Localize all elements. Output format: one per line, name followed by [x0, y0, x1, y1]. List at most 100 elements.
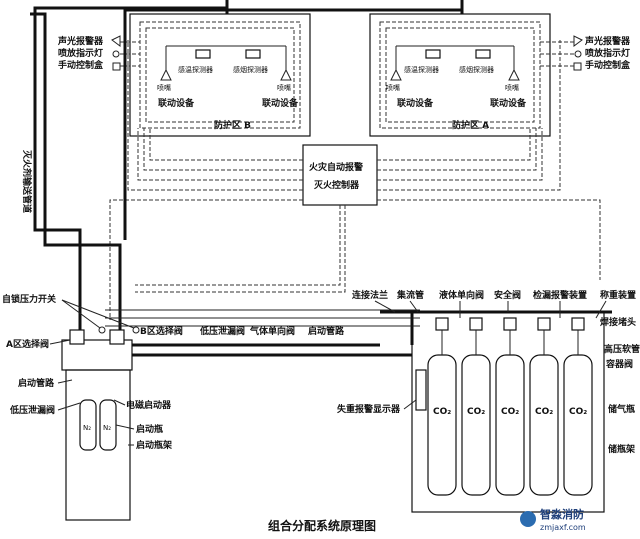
zone-a-smoke-label: 感烟探测器: [459, 65, 494, 74]
liquid-check-label: 液体单向阀: [439, 289, 484, 301]
zone-b-box: [129, 13, 311, 137]
gas-check-valve-label: 气体单向阀: [249, 325, 295, 337]
manifold-label: 集流管: [396, 289, 424, 301]
zone-a-name: 防护区 A: [452, 119, 489, 131]
safety-valve-label: 安全阀: [494, 289, 521, 301]
zone-a-wiring-inner: [385, 27, 535, 123]
n2-a-label: N₂: [83, 424, 91, 432]
a-select-valve-icon: [69, 329, 85, 345]
b-select-valve-label: B区选择阀: [140, 325, 183, 337]
zone-a-box: [369, 13, 551, 137]
co2-bottle-2: [461, 354, 491, 496]
right-lamp-icon: [574, 50, 582, 58]
leak-alarm-label: 检漏报警装置: [533, 289, 587, 301]
co2-bottle-3: [495, 354, 525, 496]
zone-b-temp-detector-icon: [195, 49, 211, 59]
start-bottle-label: 启动瓶: [136, 423, 163, 435]
loss-alarm-label: 失重报警显示器: [337, 403, 401, 415]
zone-a-linkage-left: 联动设备: [397, 97, 434, 109]
zone-b-nozzle-left-icon: [160, 68, 172, 81]
zone-b-nozzle-right-icon: [280, 68, 292, 81]
zone-b-linkage-left: 联动设备: [158, 97, 195, 109]
zone-b-nozzle-left-label: 喷嘴: [157, 83, 171, 92]
co2-label-3: CO₂: [501, 407, 519, 417]
zone-a-nozzle-right-label: 喷嘴: [505, 83, 519, 92]
left-lamp-icon: [112, 50, 120, 58]
start-rack-label: 启动瓶架: [136, 439, 172, 451]
left-alarm-icon: [111, 35, 121, 47]
diagram-title: 组合分配系统原理图: [268, 518, 376, 533]
container-valve-5: [571, 317, 585, 331]
zone-a-temp-label: 感温探测器: [404, 65, 439, 74]
pressure-switch-icon: [98, 326, 106, 334]
zone-a-main-pipe: [123, 0, 464, 240]
left-device-2: 手动控制盒: [58, 59, 104, 71]
right-device-0: 声光报警器: [584, 35, 631, 47]
start-pipe-left-label: 启动管路: [18, 377, 55, 389]
co2-bottle-5: [563, 354, 593, 496]
controller-line-2: 灭火控制器: [313, 179, 360, 191]
left-manual-box-icon: [112, 62, 121, 71]
container-valve-1: [435, 317, 449, 331]
low-pressure-vent-label: 低压泄漏阀: [199, 325, 245, 337]
container-valve-label: 容器阀: [605, 358, 633, 370]
start-pipe-label: 启动管路: [308, 325, 345, 337]
co2-label-2: CO₂: [467, 407, 485, 417]
co2-bottle-4: [529, 354, 559, 496]
controller-line-1: 火灾自动报警: [309, 161, 363, 173]
co2-bottles: [427, 354, 593, 496]
zone-b-name: 防护区 B: [214, 119, 251, 131]
fire-controller-box: [302, 144, 378, 206]
watermark-cn: 智淼消防: [540, 507, 584, 521]
conn-flange-label: 连接法兰: [352, 289, 388, 301]
agent-pipe-label: 灭火剂输送管道: [21, 149, 33, 213]
zone-b-wiring: [139, 21, 301, 129]
hose-head-label: 焊接堵头: [600, 316, 636, 328]
zone-a-temp-detector-icon: [425, 49, 441, 59]
left-device-0: 声光报警器: [57, 35, 104, 47]
co2-bottle-1: [427, 354, 457, 496]
loss-alarm-display: [415, 369, 427, 411]
zone-b-wiring-inner: [145, 27, 295, 123]
storage-bottle-label: 储气瓶: [608, 403, 635, 415]
container-valve-3: [503, 317, 517, 331]
n2-bottle-a: [79, 399, 97, 451]
co2-label-4: CO₂: [535, 407, 553, 417]
zone-b-nozzle-right-label: 喷嘴: [277, 83, 291, 92]
right-alarm-icon: [573, 35, 583, 47]
b-select-valve-icon: [109, 329, 125, 345]
zone-a-linkage-right: 联动设备: [490, 97, 527, 109]
co2-label-5: CO₂: [569, 407, 587, 417]
right-device-2: 手动控制盒: [585, 59, 631, 71]
n2-b-label: N₂: [103, 424, 111, 432]
start-bottle-rack: [65, 369, 131, 521]
zone-a-nozzle-left-label: 喷嘴: [386, 83, 400, 92]
zone-b-smoke-label: 感烟探测器: [233, 65, 268, 74]
zone-a-wiring: [379, 21, 541, 129]
co2-label-1: CO₂: [433, 407, 451, 417]
container-valve-2: [469, 317, 483, 331]
container-valve-4: [537, 317, 551, 331]
zone-a-main-pipe-left: [30, 12, 122, 335]
watermark-url: zmjaxf.com: [540, 523, 586, 532]
zone-a-nozzle-right-icon: [508, 68, 520, 81]
zone-b-temp-label: 感温探测器: [178, 65, 213, 74]
solenoid-label: 电磁启动器: [126, 399, 172, 411]
right-device-1: 喷放指示灯: [585, 47, 630, 59]
self-lock-switch-label: 自锁压力开关: [2, 293, 56, 305]
right-manual-box-icon: [573, 62, 582, 71]
weigh-device-label: 称重装置: [600, 289, 636, 301]
zone-b-smoke-detector-icon: [245, 49, 261, 59]
storage-rack-label: 储瓶架: [608, 443, 635, 455]
hp-hose-label: 高压软管: [604, 343, 640, 355]
zone-a-nozzle-left-icon: [390, 68, 402, 81]
zone-a-smoke-detector-icon: [475, 49, 491, 59]
low-vent-left-label: 低压泄漏阀: [9, 404, 55, 416]
start-valve-block: [61, 339, 133, 371]
zone-b-main-pipe: [33, 0, 229, 335]
zone-b-linkage-right: 联动设备: [262, 97, 299, 109]
left-device-1: 喷放指示灯: [58, 47, 103, 59]
a-select-valve-label: A区选择阀: [6, 338, 49, 350]
watermark-logo-icon: [520, 511, 536, 527]
